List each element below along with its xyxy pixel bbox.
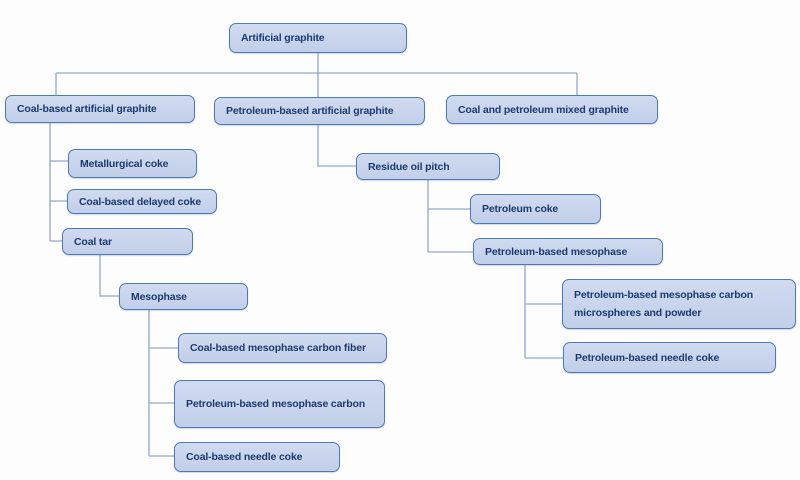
node-mesophase: Mesophase (119, 283, 248, 310)
connector-petroleum-to-residue (317, 125, 356, 167)
connector-coaltar-to-mesophase (99, 255, 119, 297)
node-petroleum-coke: Petroleum coke (470, 194, 601, 224)
node-petroleum-based-needle-coke: Petroleum-based needle coke (563, 342, 776, 373)
node-coal-based-mesophase-carbon-fiber: Coal-based mesophase carbon fiber (178, 333, 387, 363)
connector-coal-branch (49, 122, 68, 242)
node-coal-and-petroleum-mixed-graphite: Coal and petroleum mixed graphite (446, 95, 658, 124)
node-coal-based-artificial-graphite: Coal-based artificial graphite (5, 95, 195, 123)
node-petroleum-based-mesophase-carbon: Petroleum-based mesophase carbon (174, 380, 385, 428)
connector-root-to-level2 (55, 53, 578, 97)
node-petroleum-based-mesophase: Petroleum-based mesophase (473, 238, 663, 265)
node-coal-based-delayed-coke: Coal-based delayed coke (67, 189, 217, 214)
connector-mesophase-branch (148, 310, 178, 457)
connector-residue-branch (427, 180, 473, 253)
node-coal-based-needle-coke: Coal-based needle coke (174, 442, 340, 472)
node-coal-tar: Coal tar (62, 228, 193, 255)
node-artificial-graphite: Artificial graphite (229, 23, 407, 53)
node-metallurgical-coke: Metallurgical coke (68, 149, 197, 178)
connector-petmesophase-branch (524, 264, 563, 359)
node-residue-oil-pitch: Residue oil pitch (356, 153, 500, 180)
node-petroleum-based-artificial-graphite: Petroleum-based artificial graphite (214, 97, 425, 125)
node-petroleum-based-mesophase-carbon-microspheres-and-powder: Petroleum-based mesophase carbon microsp… (562, 279, 796, 329)
